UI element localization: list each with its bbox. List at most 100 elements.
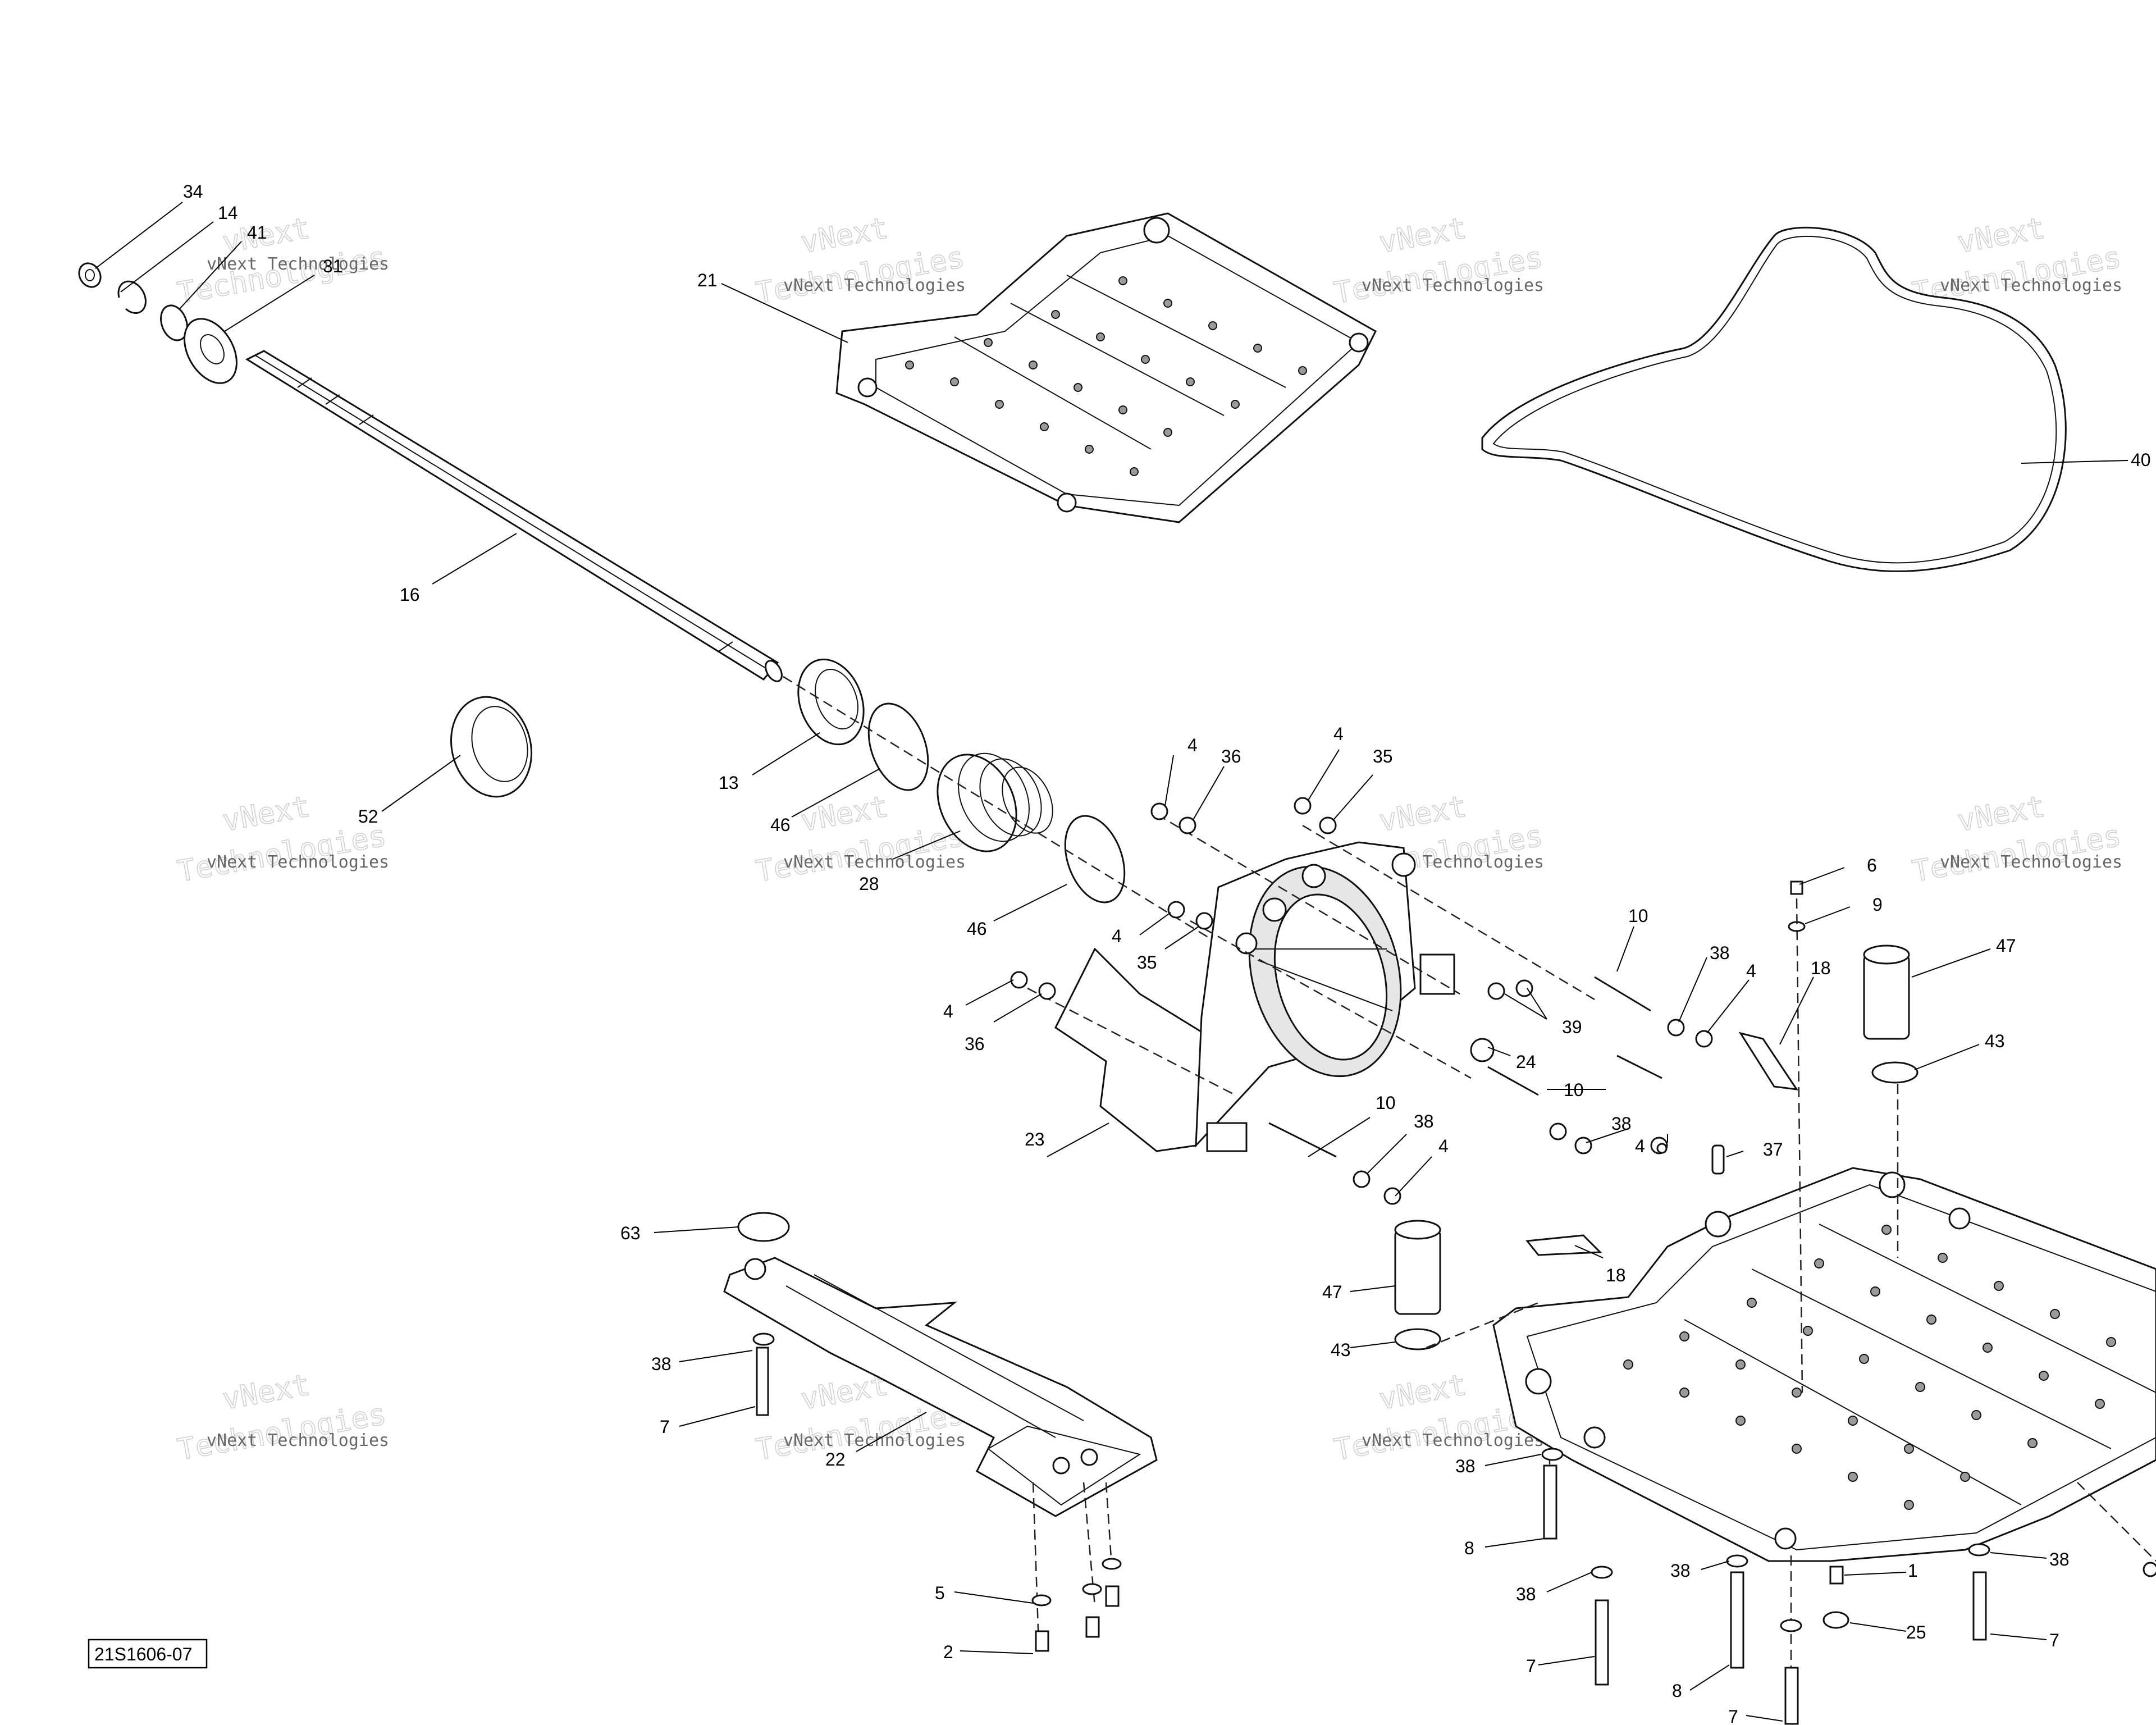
callout-36: 36 [1221, 746, 1241, 766]
watermark: vNext Technologies vNext Technologies [1910, 790, 2124, 889]
callout-46: 46 [770, 815, 791, 835]
watermark: vNext Technologies vNext Technologies [753, 211, 967, 311]
callout-39: 39 [1562, 1017, 1582, 1037]
clamp-part [1064, 815, 1126, 903]
pump-support-part [1054, 841, 1455, 1152]
callout-4: 4 [1746, 961, 1756, 981]
callout-4: 4 [1438, 1136, 1449, 1156]
callout-13: 13 [719, 773, 739, 793]
svg-text:vNext: vNext [1377, 212, 1469, 260]
callout-16: 16 [400, 585, 420, 605]
plate-hole-grid [1623, 1225, 2116, 1510]
callout-7: 7 [660, 1417, 670, 1437]
callout-36: 36 [965, 1034, 985, 1054]
callout-63: 63 [620, 1223, 641, 1243]
callout-28: 28 [859, 874, 879, 894]
callout-46: 46 [967, 919, 987, 939]
callout-4: 4 [1112, 926, 1122, 946]
ride-plate-part [835, 212, 1377, 523]
bearing-part-52 [450, 696, 533, 798]
inlet-fitting-part [1394, 1220, 1441, 1350]
callout-8: 8 [1464, 1538, 1474, 1558]
svg-text:vNext Technologies: vNext Technologies [783, 276, 966, 295]
callout-labels: 34 14 41 31 21 40 16 13 52 46 28 46 4 36… [183, 181, 2151, 1725]
drive-shaft-part [245, 350, 783, 682]
boot-part [937, 752, 1053, 852]
snap-ring-part [117, 280, 147, 314]
shim-part [1525, 1032, 1799, 1256]
callout-43: 43 [1985, 1031, 2005, 1051]
callout-5: 5 [935, 1583, 945, 1603]
svg-text:vNext: vNext [1377, 1368, 1469, 1417]
callout-43: 43 [1331, 1340, 1351, 1360]
callout-40: 40 [2131, 450, 2151, 470]
callout-22: 22 [825, 1449, 846, 1470]
callout-10: 10 [1376, 1093, 1396, 1113]
svg-text:vNext: vNext [798, 790, 891, 838]
callout-34: 34 [183, 181, 203, 202]
callout-18: 18 [1606, 1265, 1626, 1285]
svg-text:vNext Technologies: vNext Technologies [207, 1431, 389, 1450]
drive-shaft-assembly [78, 262, 1292, 989]
callout-38: 38 [1710, 943, 1730, 963]
bottom-ride-plate-part [1492, 1167, 2156, 1562]
callout-7: 7 [2049, 1630, 2059, 1650]
callout-4: 4 [1635, 1136, 1645, 1156]
callout-38: 38 [1414, 1111, 1434, 1131]
svg-text:vNext Technologies: vNext Technologies [1362, 1431, 1544, 1450]
reference-code: 21S1606-07 [94, 1644, 192, 1664]
callout-41: 41 [247, 222, 267, 243]
watermark: vNext Technologies vNext Technologies [1910, 211, 2124, 311]
callout-38: 38 [2049, 1549, 2070, 1569]
callout-4: 4 [1333, 724, 1344, 744]
grate-fasteners [752, 1332, 1122, 1652]
svg-text:vNext: vNext [220, 790, 313, 838]
callout-24: 24 [1516, 1052, 1536, 1072]
svg-text:vNext: vNext [798, 212, 891, 260]
callout-52: 52 [358, 806, 378, 827]
svg-text:Technologies: Technologies [175, 240, 389, 310]
callout-6: 6 [1867, 855, 1877, 875]
fastener-cluster [1010, 797, 1713, 1205]
callout-7: 7 [1728, 1706, 1738, 1725]
callout-8: 8 [1672, 1681, 1682, 1701]
callout-47: 47 [1996, 935, 2016, 956]
callout-21: 21 [697, 270, 718, 290]
callout-37: 37 [1763, 1139, 1783, 1160]
bearing-part [797, 658, 865, 746]
small-fasteners [1426, 880, 2156, 1725]
leader-lines [95, 202, 2128, 1722]
svg-text:vNext Technologies: vNext Technologies [783, 852, 966, 872]
callout-10: 10 [1564, 1080, 1584, 1100]
callout-2: 2 [943, 1642, 953, 1662]
cap-part [737, 1212, 790, 1242]
callout-1: 1 [1908, 1560, 1918, 1581]
callout-38: 38 [1670, 1560, 1691, 1581]
svg-text:vNext Technologies: vNext Technologies [207, 254, 389, 274]
callout-25: 25 [1906, 1622, 1926, 1642]
callout-35: 35 [1137, 952, 1157, 973]
callout-38: 38 [1611, 1114, 1632, 1134]
svg-text:vNext Technologies: vNext Technologies [1362, 276, 1544, 295]
seal-part [184, 318, 237, 384]
watermark: vNext Technologies vNext Technologies [1331, 211, 1546, 311]
svg-text:vNext Technologies: vNext Technologies [1940, 852, 2122, 872]
plate-hole-grid [905, 276, 1307, 476]
callout-4: 4 [943, 1001, 953, 1021]
svg-text:vNext: vNext [1955, 790, 2048, 838]
intake-grate-part [723, 1257, 1158, 1517]
callout-9: 9 [1872, 895, 1883, 915]
svg-text:vNext Technologies: vNext Technologies [207, 852, 389, 872]
callout-10: 10 [1628, 906, 1648, 926]
callout-31: 31 [323, 256, 343, 276]
watermark: vNext Technologies vNext Technologies [175, 790, 389, 889]
svg-text:vNext Technologies: vNext Technologies [783, 1431, 966, 1450]
nut-part [78, 262, 102, 288]
callout-35: 35 [1373, 746, 1393, 766]
callout-14: 14 [218, 203, 238, 223]
reference-code-box: 21S1606-07 [88, 1639, 208, 1669]
callout-38: 38 [651, 1354, 672, 1374]
o-ring-part [160, 304, 188, 341]
inlet-fitting-part [1863, 944, 1919, 1084]
